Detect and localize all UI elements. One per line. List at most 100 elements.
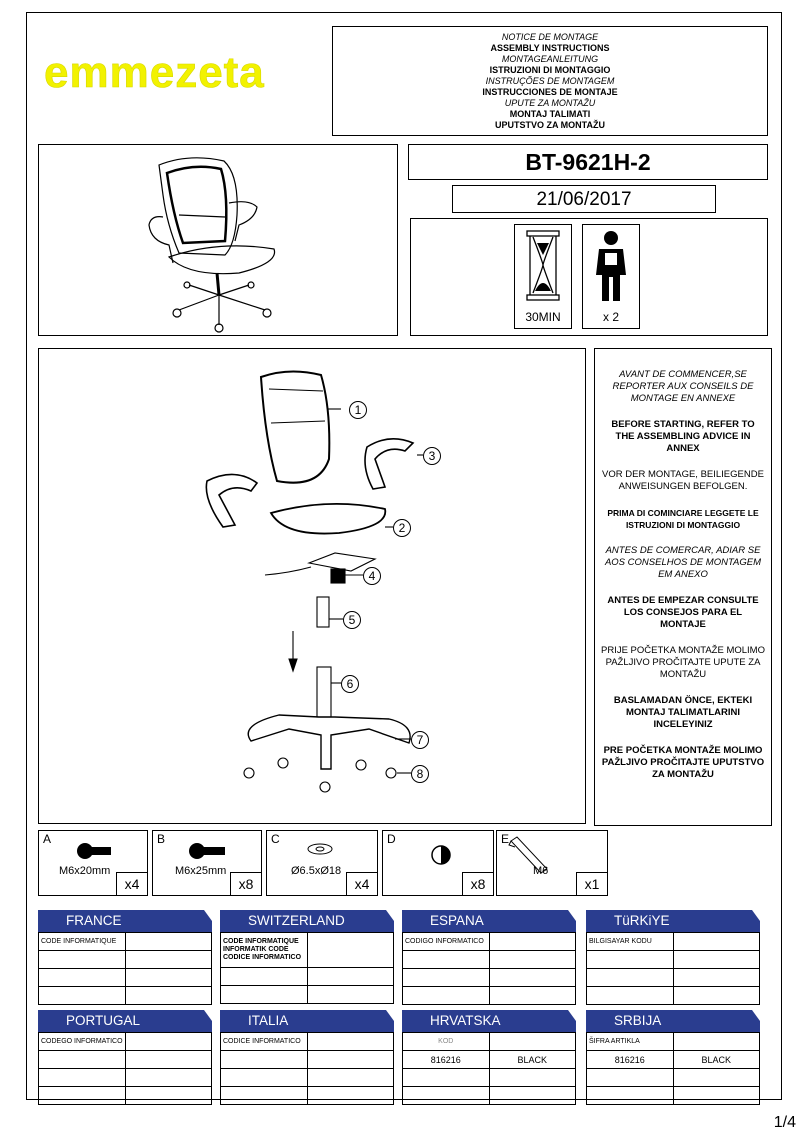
time-and-persons-box: 30MIN x 2 [410,218,768,336]
code-cell [220,967,308,986]
part-callout-6: 6 [341,675,359,693]
code-cell: BILGISAYAR KODU [586,932,674,951]
part-callout-1: 1 [349,401,367,419]
part-letter: E [501,832,510,846]
notice-line: UPUTE ZA MONTAŽU [504,98,596,108]
part-callout-3: 3 [423,447,441,465]
code-cell [38,950,126,969]
code-table: CODICE INFORMATICO [220,1032,394,1105]
advice-paragraph: BEFORE STARTING, REFER TO THE ASSEMBLING… [611,419,755,454]
chair-illustration [148,157,276,333]
part-callout-7: 7 [411,731,429,749]
document-date: 21/06/2017 [452,185,716,213]
code-cell: ŠIFRA ARTIKLA [586,1032,674,1051]
code-cell [124,932,212,951]
country-name: SRBIJA [586,1010,760,1032]
washer-icon [307,843,333,855]
code-cell [124,1068,212,1087]
part-size: M6 [533,865,549,877]
code-cell [124,1050,212,1069]
part-quantity: x8 [462,872,493,895]
worker-icon [596,231,626,301]
part-callout-8: 8 [411,765,429,783]
code-cell [38,1068,126,1087]
notice-line: ASSEMBLY INSTRUCTIONS [490,43,610,53]
part-size: Ø6.5xØ18 [291,865,342,877]
code-cell [488,968,576,987]
country-name: TüRKiYE [586,910,760,932]
part-quantity: x8 [230,872,261,895]
code-cell [672,1032,760,1051]
code-cell [672,1068,760,1087]
part-callout-4: 4 [363,567,381,585]
code-cell [488,1068,576,1087]
bolt-icon [189,843,225,859]
code-cell [488,1086,576,1105]
advice-paragraph: PRIMA DI COMINCIARE LEGGETE LE ISTRUZION… [607,508,759,530]
code-cell [306,1050,394,1069]
code-cell [124,968,212,987]
code-cell [586,1086,674,1105]
code-cell [306,1032,394,1051]
code-cell [672,1086,760,1105]
code-cell: 816216 [402,1050,490,1069]
part-letter: A [43,832,52,846]
hourglass-icon [526,230,560,301]
code-cell [220,1086,308,1105]
code-cell: CODE INFORMATIQUE INFORMATIK CODE CODICE… [220,932,308,968]
code-cell: BLACK [488,1050,576,1069]
part-letter: D [387,832,396,846]
bolt-icon [77,843,111,859]
country-name: FRANCE [38,910,212,932]
code-cell [402,968,490,987]
page-number: 1/4 [773,1114,796,1131]
code-cell [402,1068,490,1087]
code-cell: CODE INFORMATIQUE [38,932,126,951]
code-cell [124,1086,212,1105]
code-cell: CODICE INFORMATICO [220,1032,308,1051]
advice-paragraph: PRE POČETKA MONTAŽE MOLIMO PAŽLJIVO PROČ… [601,745,765,780]
code-cell [586,986,674,1005]
assembly-drawing [205,370,423,793]
part-size: M6x20mm [59,865,111,877]
code-cell [586,968,674,987]
code-cell: CODEGO INFORMATICO [38,1032,126,1051]
code-cell [38,1086,126,1105]
code-cell [124,986,212,1005]
notice-line: INSTRUCCIONES DE MONTAJE [482,87,618,97]
code-cell [124,1032,212,1051]
persons-panel: x 2 [582,224,640,329]
advice-paragraph: AVANT DE COMMENCER,SE REPORTER AUX CONSE… [612,369,754,404]
code-table: BILGISAYAR KODU [586,932,760,1005]
persons-label: x 2 [602,310,619,324]
code-cell [672,932,760,951]
notice-line: MONTAJ TALIMATI [509,109,591,119]
country-name: SWITZERLAND [220,910,394,932]
brand-logo: emmezeta [44,48,265,98]
part-letter: C [271,832,280,846]
code-cell [586,1068,674,1087]
notice-line: ISTRUZIONI DI MONTAGGIO [489,65,611,75]
country-name: HRVATSKA [402,1010,576,1032]
code-cell: 816216 [586,1050,674,1069]
part-size: M6x25mm [175,865,227,877]
advice-paragraph: ANTES DE EMPEZAR CONSULTE LOS CONSEJOS P… [607,595,759,630]
before-starting-advice: AVANT DE COMMENCER,SE REPORTER AUX CONSE… [594,348,772,826]
code-cell [672,950,760,969]
advice-paragraph: BASLAMADAN ÖNCE, EKTEKI MONTAJ TALIMATLA… [613,695,753,730]
country-name: ITALIA [220,1010,394,1032]
country-name: ESPANA [402,910,576,932]
code-cell [402,950,490,969]
